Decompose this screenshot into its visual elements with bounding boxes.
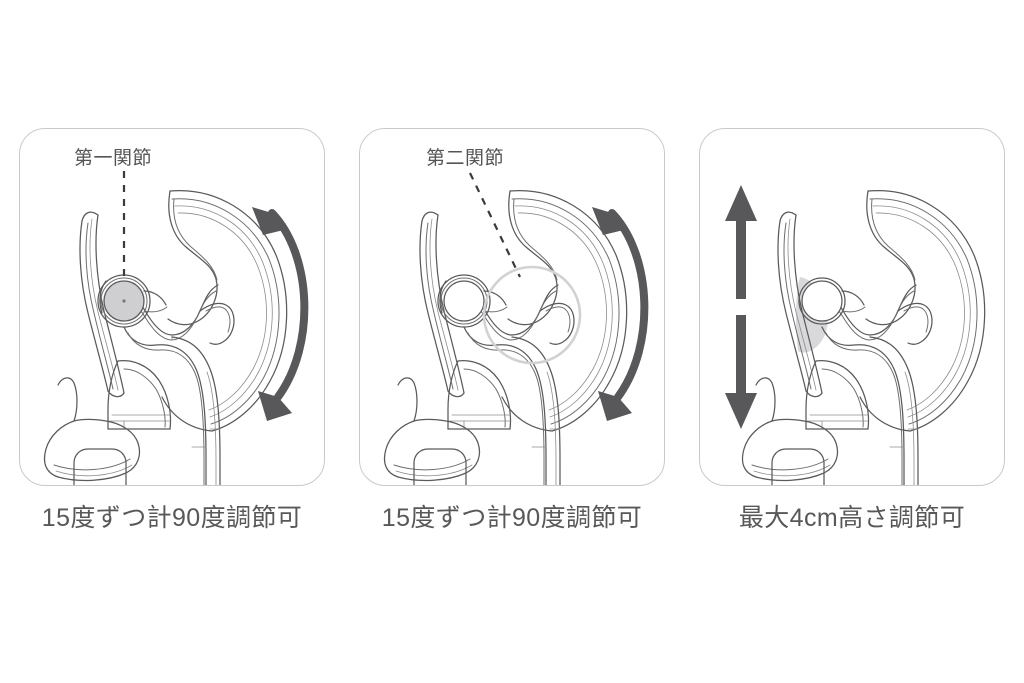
first-joint-diagram [43,171,309,485]
first-joint-hub [97,274,168,328]
panels-row: 第一関節 [0,128,1024,488]
clamp-base [107,360,172,430]
second-joint-highlight-ring [482,265,582,365]
caption-height-adjust: 最大4cm高さ調節可 [738,504,966,532]
support-stem [463,326,561,485]
height-adjust-diagram [725,185,986,485]
headrest-shell [161,189,288,432]
headrest-shell [859,189,986,432]
height-down-arrow [725,315,757,429]
caption-first-joint: 15度ずつ計90度調節可 [41,504,303,532]
first-joint-label: 第一関節 [74,148,153,169]
joint-hub [798,277,866,325]
panel-height-adjust [699,128,1005,486]
clamp-base [447,360,512,430]
left-post [777,211,823,398]
support-stem [821,326,919,485]
clamp-base [805,360,870,430]
lower-block [73,448,127,485]
second-joint-diagram [383,172,649,485]
leader-line-dashed [469,172,521,278]
second-joint-label: 第二関節 [426,148,505,169]
pivot-arm [809,284,933,345]
headrest-shell [501,189,628,432]
caption-second-joint: 15度ずつ計90度調節可 [381,504,643,532]
rotation-arc-arrow [252,207,309,421]
left-post [419,211,465,398]
height-up-arrow [725,185,757,299]
lower-block [413,448,467,485]
rotation-arc-arrow [592,207,649,421]
first-joint-hub [437,274,508,328]
support-stem [123,326,221,485]
bottom-pad [383,377,481,482]
lower-block [771,448,825,485]
panel-first-joint: 第一関節 [19,128,325,486]
captions-row: 15度ずつ計90度調節可 15度ずつ計90度調節可 最大4cm高さ調節可 [0,498,1024,544]
panel-second-joint: 第二関節 [359,128,665,486]
bottom-pad [43,377,141,482]
